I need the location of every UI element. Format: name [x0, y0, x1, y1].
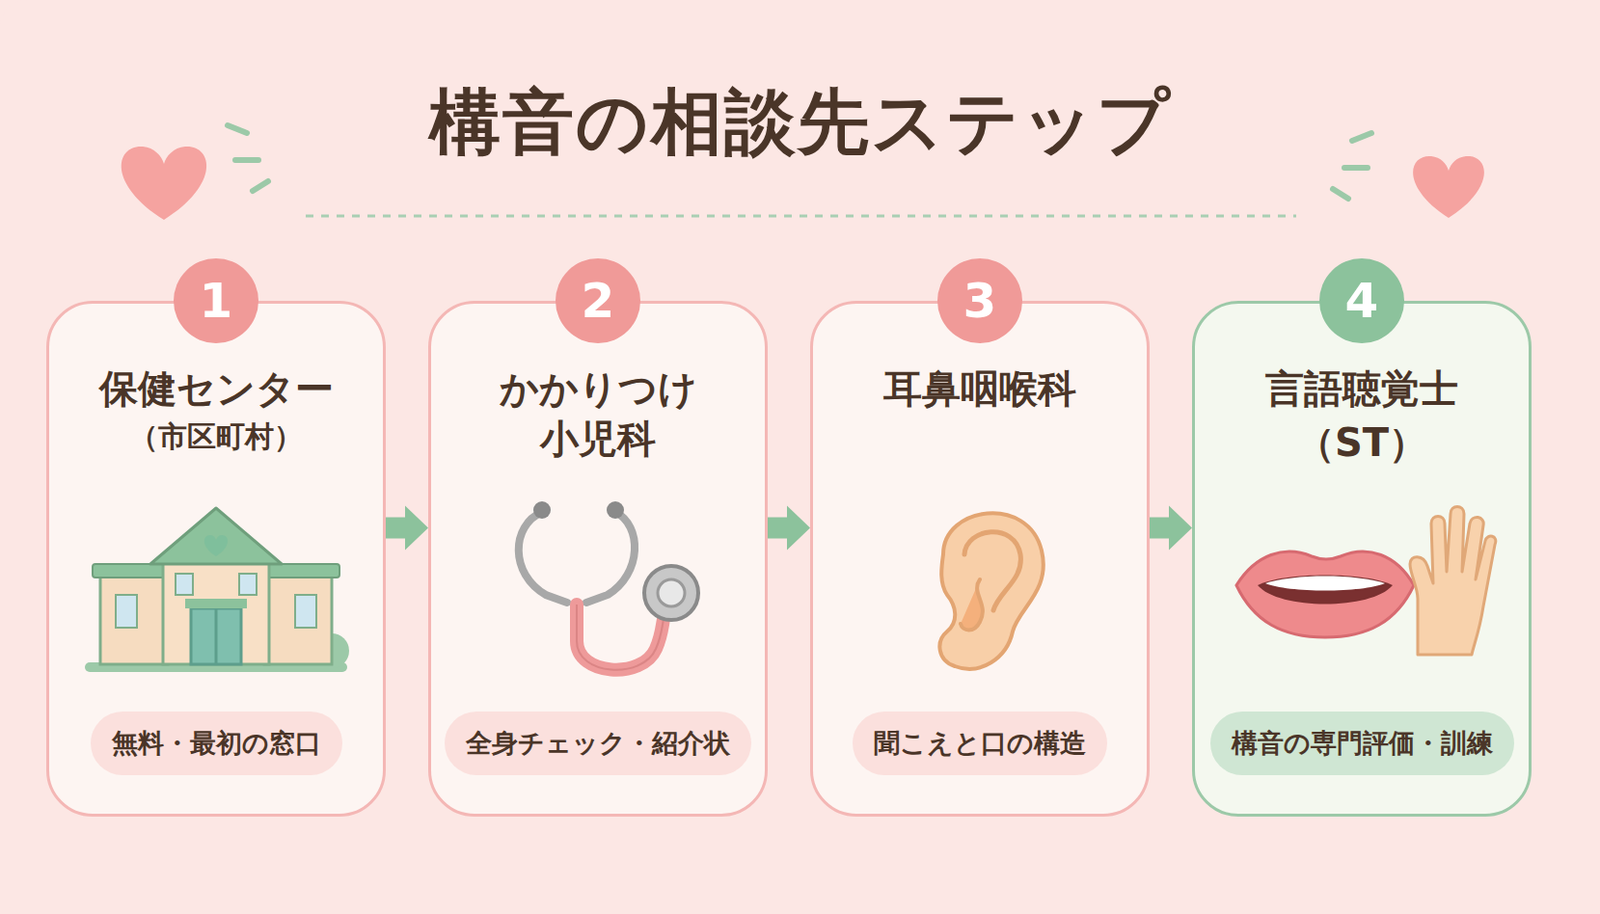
- step-heading: 耳鼻咽喉科: [813, 363, 1147, 414]
- step-card: 保健センター（市区町村）1無料・最初の窓口: [46, 300, 386, 817]
- illustration-path: [939, 513, 1043, 670]
- step-arrow: [1149, 505, 1193, 550]
- step-card: 言語聴覚士（ST）4構音の専門評価・訓練: [1192, 300, 1532, 817]
- illustration-path: [586, 512, 635, 603]
- step-number-circle: 2: [555, 258, 641, 344]
- summary-pill: 無料・最初の窓口: [90, 711, 343, 776]
- step-card: 耳鼻咽喉科3聞こえと口の構造: [810, 300, 1150, 817]
- step-arrow: [767, 505, 811, 550]
- illustration-rect: [84, 662, 348, 673]
- step-card: かかりつけ 小児科2全身チェック・紹介状: [428, 300, 768, 817]
- illustration-rect: [239, 573, 257, 596]
- illustration-rect: [162, 556, 270, 665]
- illustration-rect: [295, 595, 317, 628]
- illustration-line: [1344, 164, 1368, 171]
- house-illustration: [71, 487, 361, 680]
- ear-illustration: [835, 487, 1125, 680]
- illustration-path: [204, 535, 228, 557]
- step-number: 2: [581, 276, 616, 326]
- divider-line: [305, 215, 1297, 218]
- illustration-path: [960, 579, 983, 631]
- illustration-line: [215, 608, 218, 665]
- heart: [1412, 156, 1485, 218]
- illustration-path: [1236, 551, 1414, 638]
- diagram-title: 構音の相談先ステップ: [0, 75, 1600, 172]
- illustration-circle: [533, 501, 551, 519]
- summary-pill: 構音の専門評価・訓練: [1210, 711, 1515, 776]
- illustration-path: [964, 532, 1021, 611]
- step-heading: かかりつけ 小児科: [431, 363, 765, 464]
- heart: [121, 146, 207, 220]
- illustration-path: [576, 604, 666, 671]
- illustration-rect: [264, 575, 332, 665]
- illustration-circle: [314, 633, 350, 669]
- step-number: 1: [199, 276, 234, 326]
- illustration-line: [252, 181, 269, 191]
- summary-pill: 全身チェック・紹介状: [444, 711, 752, 776]
- illustration-line: [1332, 189, 1349, 199]
- illustration-line: [1352, 133, 1372, 141]
- mouth-hand-illustration: [1217, 487, 1507, 680]
- illustration-rect: [92, 564, 174, 578]
- illustration-rect: [185, 598, 247, 609]
- summary-text: 聞こえと口の構造: [873, 726, 1086, 761]
- step-number: 4: [1345, 276, 1380, 326]
- illustration-path: [518, 512, 568, 603]
- summary-pill: 聞こえと口の構造: [852, 711, 1108, 776]
- illustration-rect: [258, 564, 340, 578]
- step-number-circle: 4: [1319, 258, 1405, 344]
- step-subheading: （市区町村）: [49, 417, 383, 456]
- illustration-line: [235, 157, 259, 163]
- step-arrow: [385, 505, 429, 550]
- stethoscope-illustration: [453, 487, 743, 680]
- step-subheading: （ST）: [1194, 417, 1529, 468]
- step-heading: 言語聴覚士: [1194, 363, 1529, 414]
- illustration-circle: [644, 566, 699, 621]
- illustration-path: [1410, 507, 1496, 656]
- illustration-g: [115, 573, 317, 628]
- step-number-circle: 1: [173, 258, 259, 344]
- illustration-circle: [606, 501, 624, 519]
- illustration-rect: [100, 575, 168, 665]
- step-number: 3: [963, 276, 998, 326]
- illustration-circle: [657, 579, 685, 607]
- illustration-rect: [190, 608, 242, 665]
- summary-text: 全身チェック・紹介状: [465, 726, 731, 761]
- illustration-path: [576, 604, 666, 671]
- summary-text: 無料・最初の窓口: [111, 726, 322, 761]
- illustration-path: [1257, 575, 1393, 605]
- illustration-line: [227, 125, 247, 134]
- step-number-circle: 3: [937, 258, 1023, 344]
- step-heading: 保健センター: [49, 363, 383, 414]
- illustration-rect: [115, 595, 137, 628]
- illustration-path: [1265, 576, 1385, 592]
- illustration-rect: [175, 573, 193, 596]
- summary-text: 構音の専門評価・訓練: [1231, 726, 1493, 761]
- illustration-polygon: [150, 508, 282, 565]
